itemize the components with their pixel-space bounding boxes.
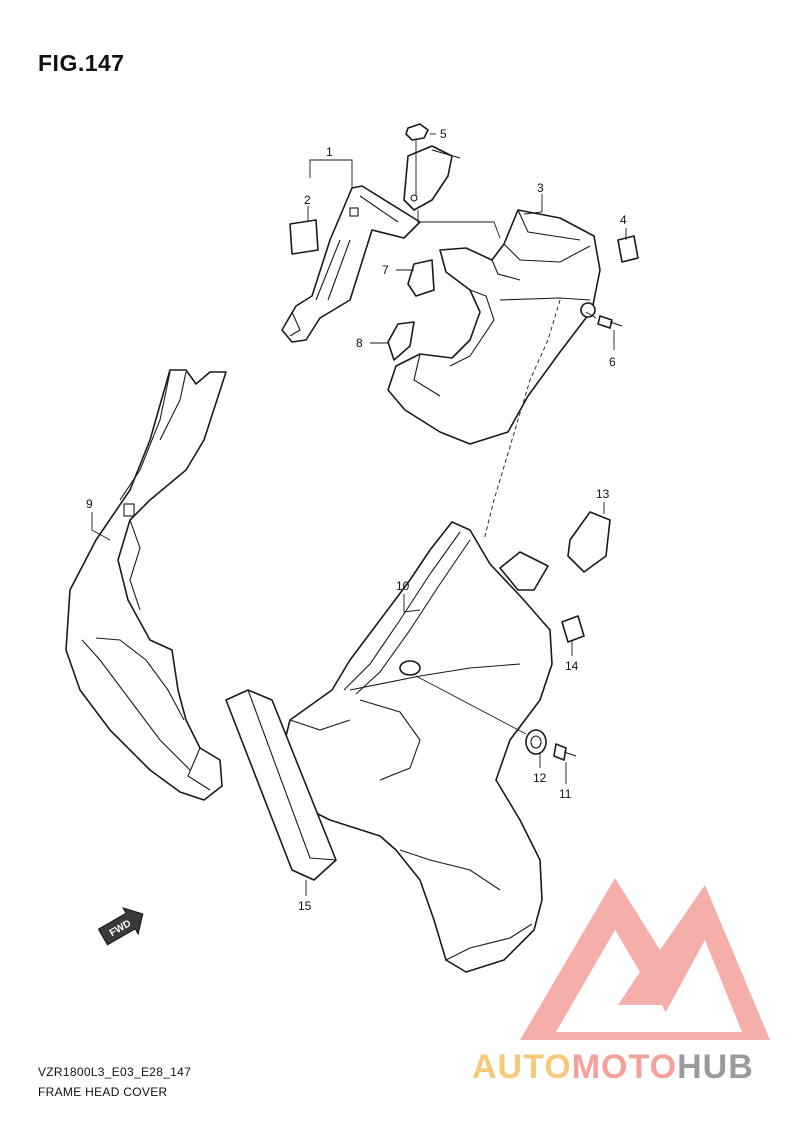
callout-7: 7 bbox=[382, 263, 389, 277]
part-4-pad bbox=[617, 235, 639, 263]
brand-moto: MOTO bbox=[571, 1048, 678, 1086]
watermark-logo-icon bbox=[520, 878, 770, 1040]
part-13-pad bbox=[567, 511, 611, 573]
part-12-grommet-icon bbox=[415, 675, 547, 755]
callout-14: 14 bbox=[565, 659, 579, 673]
part-8-pad bbox=[387, 321, 415, 361]
callout-3: 3 bbox=[537, 181, 544, 195]
part-11-screw-icon bbox=[553, 743, 577, 761]
callout-1: 1 bbox=[326, 145, 333, 159]
callout-9: 9 bbox=[86, 497, 93, 511]
part-15-strip-pad bbox=[225, 689, 337, 881]
assembly-leader-line bbox=[483, 299, 561, 541]
part-6-screw-icon bbox=[585, 311, 623, 329]
part-10-main-cover[interactable] bbox=[279, 521, 553, 973]
callout-15: 15 bbox=[298, 899, 312, 913]
figure-title: FIG.147 bbox=[38, 50, 125, 76]
callout-10: 10 bbox=[396, 579, 410, 593]
callout-13: 13 bbox=[596, 487, 610, 501]
callout-12: 12 bbox=[533, 771, 547, 785]
brand-hub: HUB bbox=[677, 1048, 754, 1086]
brand-auto: AUTO bbox=[472, 1048, 572, 1086]
fwd-arrow-icon: FWD bbox=[97, 907, 144, 946]
callout-8: 8 bbox=[356, 336, 363, 350]
part-14-pad bbox=[561, 615, 585, 643]
part-5-bolt-icon bbox=[405, 123, 429, 196]
watermark-brand: AUTOMOTOHUB bbox=[472, 1048, 754, 1087]
part-1-bracket[interactable] bbox=[281, 185, 421, 343]
callout-11: 11 bbox=[559, 787, 572, 801]
callout-6: 6 bbox=[609, 355, 616, 369]
part-5-upper-bracket bbox=[403, 145, 461, 211]
part-7-pad bbox=[407, 259, 435, 297]
callout-5: 5 bbox=[440, 127, 447, 141]
callout-leaders bbox=[91, 133, 627, 896]
callout-labels: 1 2 3 4 5 6 7 8 9 10 11 12 13 14 15 bbox=[86, 127, 627, 913]
diagram-code: VZR1800L3_E03_E28_147 bbox=[38, 1065, 192, 1079]
callout-2: 2 bbox=[304, 193, 311, 207]
callout-4: 4 bbox=[620, 213, 627, 227]
part-2-label bbox=[289, 219, 319, 255]
part-9-left-cover[interactable] bbox=[65, 369, 227, 801]
part-3-upper-cover[interactable] bbox=[387, 209, 601, 445]
figure-caption: FRAME HEAD COVER bbox=[38, 1085, 168, 1099]
